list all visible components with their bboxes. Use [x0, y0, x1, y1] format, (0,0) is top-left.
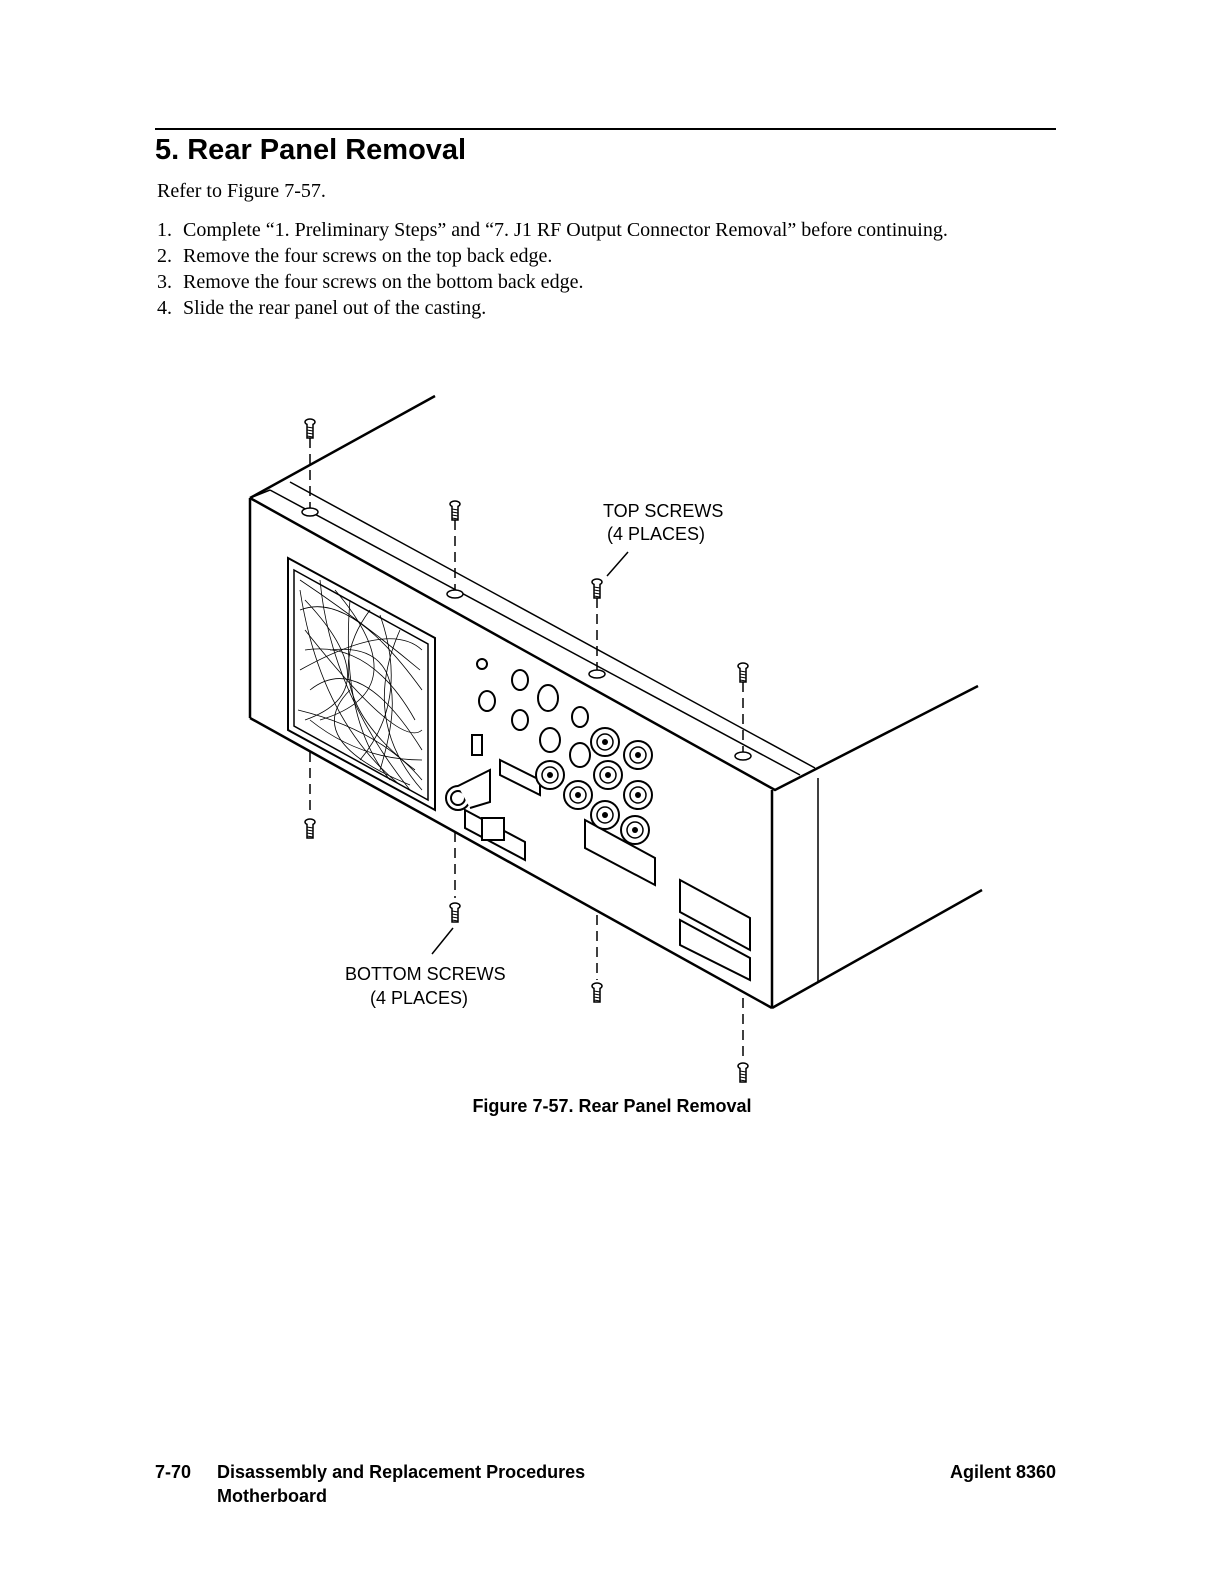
figure-caption: Figure 7-57. Rear Panel Removal: [472, 1096, 752, 1116]
footer-subsection: Motherboard: [217, 1486, 327, 1506]
step-text: Remove the four screws on the top back e…: [183, 245, 553, 267]
step-number: 1.: [157, 219, 172, 241]
rear-panel-figure: TOP SCREWS (4 PLACES) BOTTOM SCREWS (4 P…: [248, 394, 983, 1083]
connector-holes-icon: [445, 658, 751, 982]
step-item: 1. Complete “1. Preliminary Steps” and “7…: [157, 218, 1017, 243]
section-heading: 5. Rear Panel Removal: [155, 134, 467, 166]
top-screws-icon: [301, 418, 752, 761]
page-footer-left: 7-70 Disassembly and Replacement Procedur…: [155, 1460, 585, 1508]
heading-rule: [155, 128, 1056, 130]
step-text: Slide the rear panel out of the casting.: [183, 297, 487, 319]
step-item: 2. Remove the four screws on the top back…: [157, 244, 1017, 269]
bottom-screws-icon: [304, 752, 749, 1083]
top-screws-label: TOP SCREWS: [603, 501, 723, 521]
step-item: 3. Remove the four screws on the bottom b…: [157, 270, 1017, 295]
chassis-outline-icon: [248, 394, 983, 1010]
intro-text: Refer to Figure 7-57.: [157, 180, 326, 202]
bottom-screws-label: BOTTOM SCREWS: [345, 964, 506, 984]
page-number: 7-70: [155, 1462, 192, 1482]
procedure-steps: 1. Complete “1. Preliminary Steps” and “7…: [157, 218, 1017, 322]
top-leader-line: [606, 551, 629, 577]
step-text: Remove the four screws on the bottom bac…: [183, 271, 584, 293]
step-number: 4.: [157, 297, 172, 319]
bottom-leader-line: [431, 927, 454, 955]
step-number: 3.: [157, 271, 172, 293]
step-number: 2.: [157, 245, 172, 267]
bottom-screws-count: (4 PLACES): [370, 988, 468, 1008]
footer-product: Agilent 8360: [949, 1462, 1056, 1482]
step-text: Complete “1. Preliminary Steps” and “7. …: [183, 219, 948, 241]
fan-grille-icon: [287, 556, 436, 812]
step-item: 4. Slide the rear panel out of the castin…: [157, 296, 1017, 321]
top-screws-count: (4 PLACES): [607, 524, 705, 544]
footer-section: Disassembly and Replacement Procedures: [217, 1462, 586, 1482]
